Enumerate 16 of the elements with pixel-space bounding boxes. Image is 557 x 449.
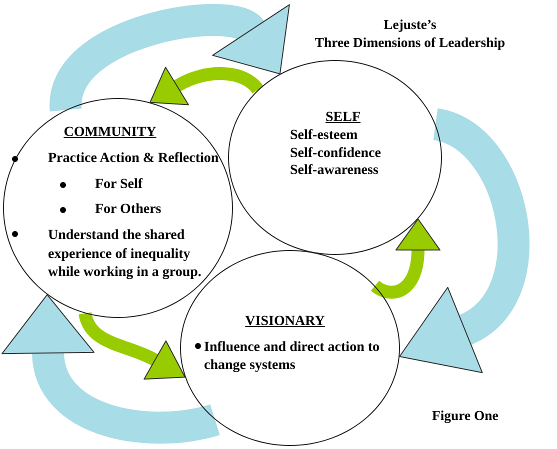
list-item-text: Influence and direct action to change systems bbox=[204, 339, 381, 375]
node-text: Self-awareness bbox=[290, 162, 378, 180]
node-heading: VISIONARY bbox=[245, 313, 325, 331]
topic-circle bbox=[3, 98, 233, 318]
curved-arrow bbox=[148, 66, 264, 106]
node-text: Self-confidence bbox=[290, 144, 381, 162]
node-text: Self-esteem bbox=[290, 127, 358, 145]
figure-caption: Figure One bbox=[432, 407, 498, 425]
topic-circle bbox=[228, 60, 442, 255]
list-item-text: Practice Action & Reflection bbox=[48, 150, 219, 168]
node-heading: COMMUNITY bbox=[64, 124, 156, 142]
list-item-text: Understand the shared experience of inequality while working in a group. bbox=[48, 227, 202, 282]
list-item-text: For Self bbox=[95, 176, 143, 194]
list-item-text: For Others bbox=[95, 201, 162, 219]
diagram-title: Lejuste’s Three Dimensions of Leadership bbox=[314, 16, 506, 52]
node-heading: SELF bbox=[326, 109, 360, 127]
